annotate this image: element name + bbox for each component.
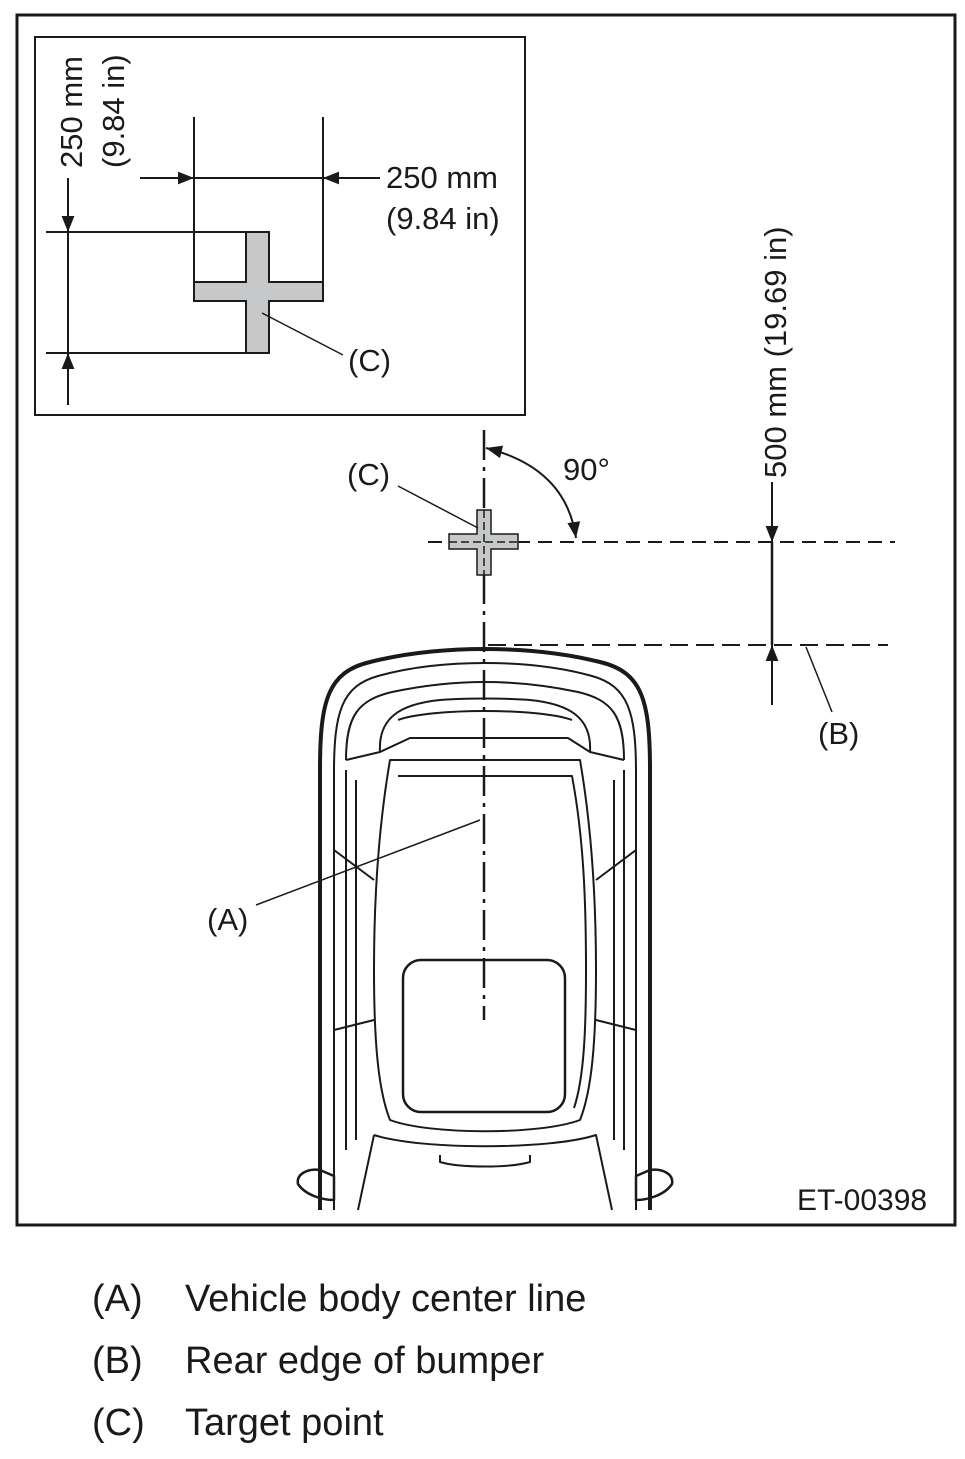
figure-code: ET-00398 [797, 1184, 927, 1217]
bumper-callout-b: (B) [818, 716, 859, 751]
rear-window [378, 697, 592, 753]
main-view: (C) 90° 500 mm (19.69 in) (B) (A) [207, 226, 927, 1217]
target-callout-leader [397, 485, 479, 529]
angle-arc [485, 445, 581, 539]
left-mirror [296, 1168, 336, 1202]
inset-width-imperial: (9.84 in) [386, 201, 500, 236]
inset-height-metric: 250 mm [54, 56, 89, 168]
sunroof [401, 958, 567, 1114]
legend-item: (B) Rear edge of bumper [92, 1330, 892, 1392]
vehicle-top-view [296, 647, 674, 1211]
inset-width-metric: 250 mm [386, 160, 498, 195]
vehicle-body-outline [318, 647, 652, 1210]
legend-item: (A) Vehicle body center line [92, 1268, 892, 1330]
legend-item: (C) Target point [92, 1392, 892, 1454]
inset-panel: 250 mm (9.84 in) 250 mm (9.84 in) (C) [34, 36, 526, 416]
legend-text: Vehicle body center line [185, 1277, 587, 1320]
legend-text: Target point [185, 1401, 384, 1444]
inset-callout-leader [261, 312, 344, 356]
figure-frame [15, 13, 957, 1227]
legend-key: (A) [92, 1277, 143, 1320]
roof [373, 759, 597, 1133]
inset-callout-c: (C) [348, 343, 391, 378]
legend: (A) Vehicle body center line (B) Rear edge… [92, 1268, 892, 1454]
target-callout-c: (C) [347, 457, 390, 492]
legend-text: Rear edge of bumper [185, 1339, 545, 1382]
centerline-callout-leader [255, 819, 481, 906]
inset-height-imperial: (9.84 in) [96, 54, 131, 168]
legend-key: (C) [92, 1401, 145, 1444]
inset-target-cross [193, 231, 324, 354]
centerline-callout-a: (A) [207, 902, 248, 937]
angle-label: 90° [563, 452, 610, 487]
distance-label: 500 mm (19.69 in) [758, 226, 793, 478]
inset-frame [34, 36, 526, 416]
bumper-callout-leader [805, 646, 833, 713]
right-mirror [634, 1168, 674, 1202]
legend-key: (B) [92, 1339, 143, 1382]
alignment-diagram: 250 mm (9.84 in) 250 mm (9.84 in) (C) (C… [15, 13, 957, 1227]
